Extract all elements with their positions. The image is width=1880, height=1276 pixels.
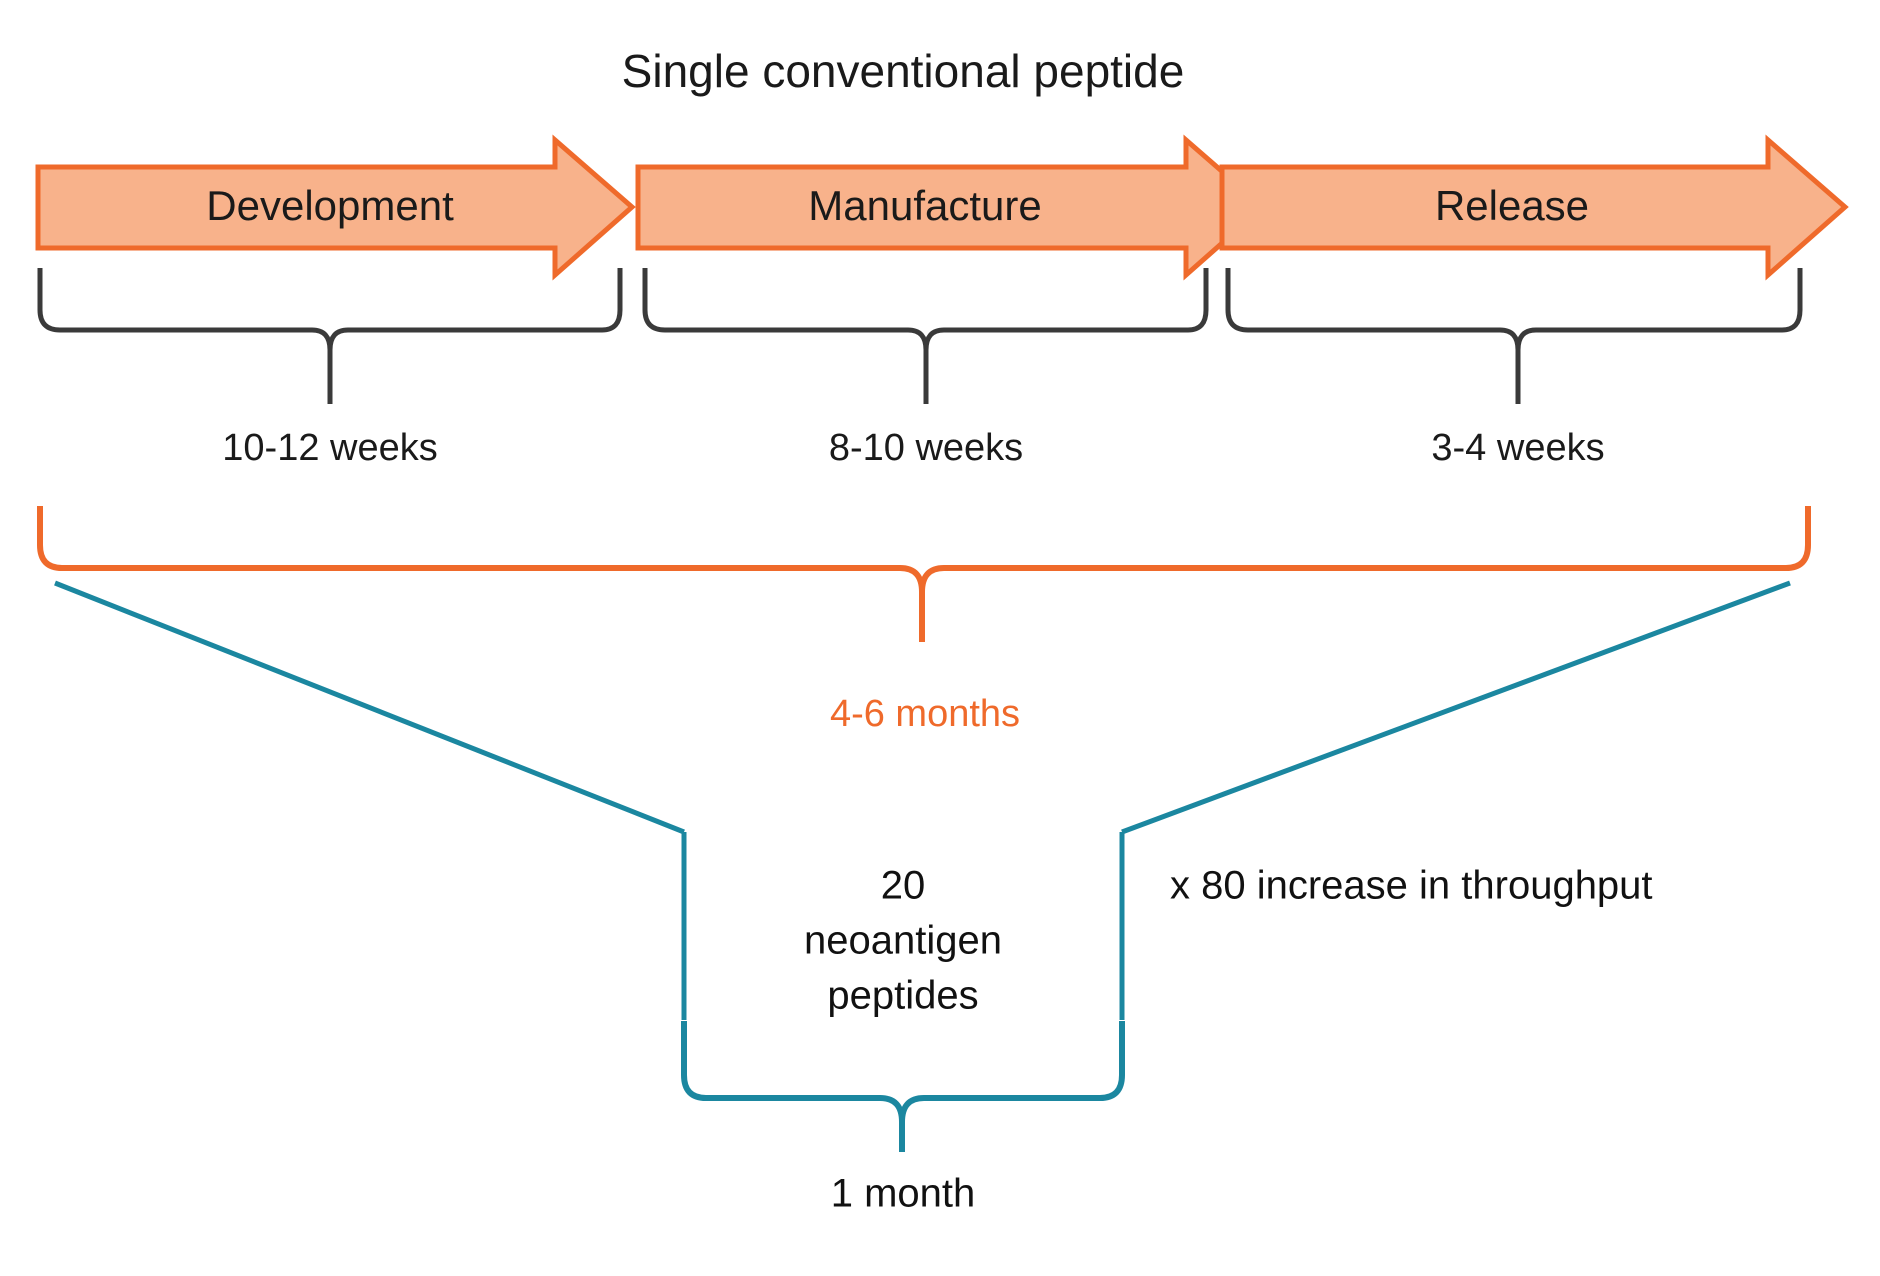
conventional-total-label: 4-6 months	[830, 693, 1020, 735]
brace-total-multiplex-path	[681, 1021, 1125, 1152]
development-arrow-shape	[35, 134, 636, 281]
brace-total-conventional	[37, 506, 1811, 642]
development-arrow-label: Development	[206, 182, 454, 229]
release-arrow-label: Release	[1435, 182, 1589, 229]
release-duration-label: 3-4 weeks	[1431, 427, 1604, 469]
funnel-right-diagonal	[1121, 580, 1791, 835]
brace-development	[37, 268, 623, 404]
development-duration-label: 10-12 weeks	[222, 427, 437, 469]
neoantigen-count-line2: neoantigen	[804, 919, 1002, 963]
stage-arrow-release[interactable]: Release	[1219, 134, 1849, 281]
brace-release-path	[1225, 268, 1803, 404]
brace-total-conventional-path	[37, 506, 1811, 642]
brace-development-path	[37, 268, 623, 404]
neoantigen-count-line3: peptides	[827, 974, 978, 1018]
funnel-left-diagonal	[54, 580, 685, 835]
stage-arrow-manufacture[interactable]: Manufacture	[635, 134, 1267, 281]
brace-release	[1225, 268, 1803, 404]
release-arrow-shape	[1219, 134, 1849, 281]
throughput-annotation: x 80 increase in throughput	[1170, 864, 1653, 908]
manufacture-duration-label: 8-10 weeks	[829, 427, 1023, 469]
brace-manufacture	[642, 268, 1209, 404]
manufacture-arrow-label: Manufacture	[808, 182, 1041, 229]
stage-arrow-development[interactable]: Development	[35, 134, 636, 281]
figure-title: Single conventional peptide	[622, 45, 1185, 97]
multiplex-total-label: 1 month	[831, 1172, 976, 1216]
brace-manufacture-path	[642, 268, 1209, 404]
brace-total-multiplex	[681, 1021, 1125, 1152]
neoantigen-count-line1: 20	[881, 864, 926, 908]
